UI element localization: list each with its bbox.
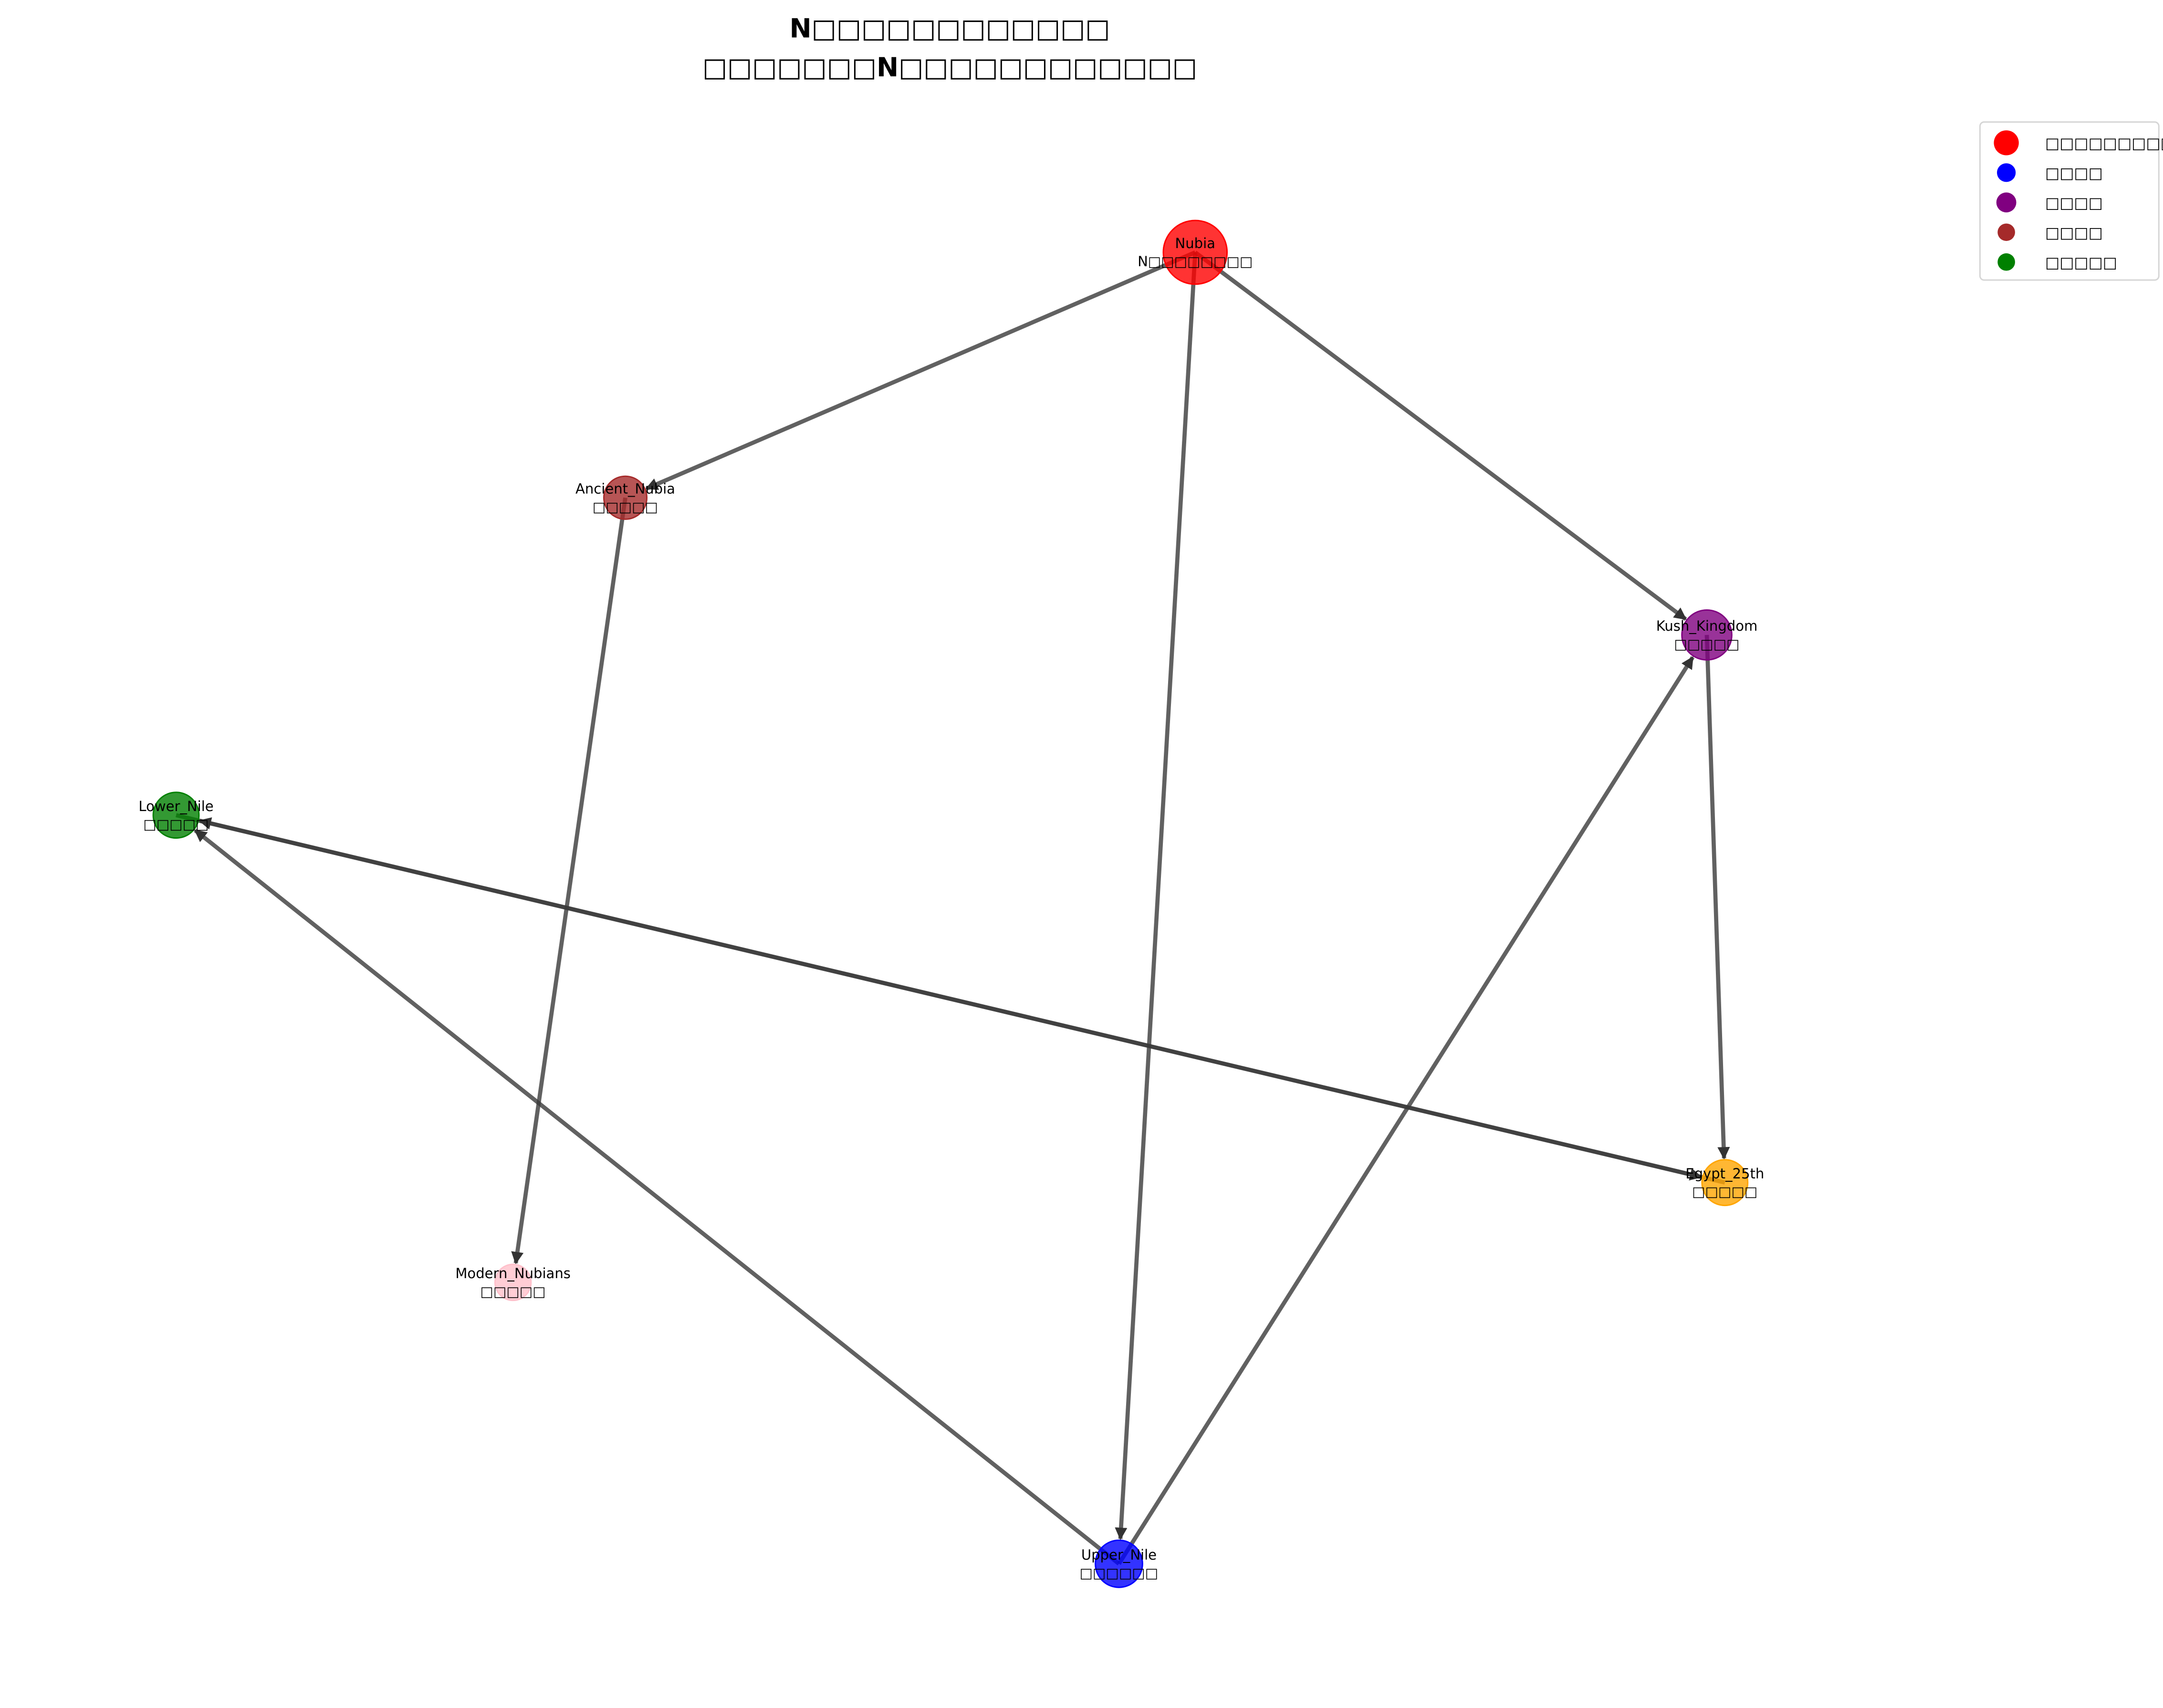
legend-entry: □□□□ (1997, 163, 2103, 182)
node-label: Nubia (1175, 235, 1215, 251)
node-circle[interactable] (1681, 609, 1733, 661)
legend-entry: □□□□□ (1997, 253, 2117, 271)
edge-Upper_Nile-to-Lower_Nile (194, 828, 1120, 1566)
node-sublabel: □□□□□ (593, 499, 658, 515)
node-sublabel: □□□□□ (481, 1283, 546, 1300)
node-sublabel: □□□□□□ (1080, 1565, 1159, 1581)
node-label: Modern_Nubians (455, 1265, 570, 1281)
node-Upper_Nile[interactable]: Upper_Nile □□□□□□ (1080, 1539, 1159, 1588)
edge-Egypt_25th-to-Lower_Nile (198, 817, 1725, 1185)
node-sublabel: □□□□□ (1692, 1184, 1757, 1200)
node-circle[interactable] (1095, 1539, 1143, 1588)
legend-label: □□□□□□□□□ (2045, 134, 2163, 152)
node-label: Ancient_Nubia (575, 481, 675, 497)
node-Ancient_Nubia[interactable]: Ancient_Nubia □□□□□ (575, 475, 675, 520)
node-circle[interactable] (1162, 219, 1228, 285)
legend-label: □□□□ (2045, 164, 2103, 182)
node-label: Egypt_25th (1685, 1166, 1764, 1182)
legend-marker (1997, 223, 2015, 241)
legend-frame (1979, 121, 2160, 281)
node-label: Lower_Nile (138, 798, 213, 814)
node-Egypt_25th[interactable]: Egypt_25th □□□□□ (1685, 1159, 1764, 1207)
legend-marker (1997, 163, 2016, 182)
chart-title-line1: N□□□□□□□□□□□□ (789, 14, 1110, 44)
legend-label: □□□□□ (2045, 253, 2117, 271)
edges (176, 250, 1730, 1566)
legend-marker (1996, 192, 2017, 213)
legend-marker (1994, 130, 2019, 156)
edge-Nubia-to-Ancient_Nubia (645, 250, 1196, 491)
node-circle[interactable] (1701, 1159, 1749, 1207)
node-label: Kush_Kingdom (1656, 618, 1758, 634)
edge-Nubia-to-Upper_Nile (1115, 252, 1198, 1541)
edge-Ancient_Nubia-to-Modern_Nubians (511, 497, 627, 1265)
legend-entry: □□□□□□□□□ (1994, 130, 2163, 156)
node-circle[interactable] (494, 1263, 532, 1302)
nodes: NubiaN□□□□□□□□Ancient_Nubia□□□□□Kush_Kin… (138, 219, 1764, 1588)
legend-marker (1997, 253, 2015, 271)
node-Kush_Kingdom[interactable]: Kush_Kingdom □□□□□ (1656, 609, 1758, 661)
edge-Upper_Nile-to-Kush_Kingdom (1117, 656, 1695, 1565)
node-Modern_Nubians[interactable]: Modern_Nubians □□□□□ (455, 1263, 571, 1302)
chart-title-line2: □□□□□□□N□□□□□□□□□□□□ (702, 52, 1197, 83)
edge-Kush_Kingdom-to-Egypt_25th (1704, 635, 1730, 1160)
legend-entry: □□□□ (1997, 223, 2103, 241)
legend-entry: □□□□ (1996, 192, 2103, 213)
legend-label: □□□□ (2045, 194, 2103, 212)
node-Lower_Nile[interactable]: Lower_Nile □□□□□ (138, 792, 214, 839)
node-circle[interactable] (152, 792, 200, 839)
node-sublabel: N□□□□□□□□ (1138, 253, 1253, 270)
edge-Nubia-to-Kush_Kingdom (1194, 250, 1687, 621)
node-sublabel: □□□□□ (1674, 636, 1739, 652)
node-circle[interactable] (603, 475, 648, 520)
node-sublabel: □□□□□ (143, 816, 209, 833)
node-label: Upper_Nile (1081, 1547, 1157, 1563)
legend-label: □□□□ (2045, 223, 2103, 241)
legend: □□□□□□□□□□□□□□□□□□□□□□□□□□ (1979, 121, 2163, 281)
